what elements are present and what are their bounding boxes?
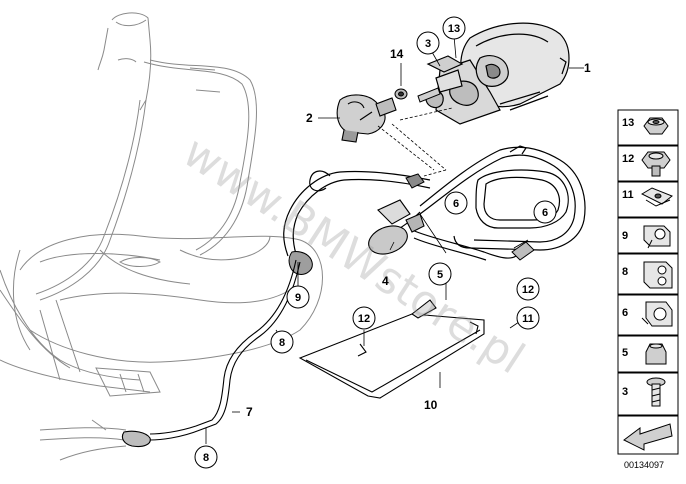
legend-number-5: 5	[622, 347, 628, 359]
circled-label-5: 5	[428, 262, 452, 286]
label-part-10: 10	[424, 398, 438, 412]
heat-shield	[298, 299, 485, 399]
diagram-number: 00134097	[624, 460, 664, 470]
legend-number-9: 9	[622, 230, 628, 242]
legend-numbers: 13 12 11 9 8 6 5 3	[622, 117, 634, 398]
grommet-part	[394, 88, 408, 100]
circled-label-6a-text: 6	[453, 198, 459, 210]
circled-label-9: 9	[286, 285, 310, 309]
legend-number-11: 11	[622, 189, 634, 201]
expanding-nut-icon	[645, 343, 667, 365]
legend-number-6: 6	[622, 307, 628, 319]
clip-nut-icon	[640, 187, 673, 207]
small-connector	[417, 87, 441, 103]
label-part-7: 7	[246, 405, 253, 419]
circled-label-8a-text: 8	[279, 337, 285, 349]
circled-label-3: 3	[416, 31, 440, 55]
nut-icon	[643, 117, 669, 135]
fuel-tank-outline	[0, 12, 323, 461]
legend-number-8: 8	[622, 266, 628, 278]
circled-label-12a-text: 12	[358, 313, 370, 325]
circled-label-3-text: 3	[425, 38, 431, 50]
circled-label-6a: 6	[444, 191, 468, 215]
screw-icon	[646, 377, 666, 407]
label-part-2: 2	[306, 111, 313, 125]
circled-label-8a: 8	[270, 330, 294, 354]
circled-label-13: 13	[442, 16, 466, 40]
circled-label-9-text: 9	[295, 292, 301, 304]
label-part-1: 1	[584, 61, 591, 75]
circled-label-6b: 6	[533, 200, 557, 224]
circled-label-12b: 12	[516, 277, 540, 301]
circled-label-11: 11	[516, 306, 540, 330]
dashed-leaders	[377, 107, 453, 177]
filter-part	[368, 199, 425, 255]
label-part-4: 4	[382, 274, 389, 288]
legend-number-12: 12	[622, 153, 634, 165]
circled-label-11-text: 11	[522, 313, 534, 325]
circled-label-6b-text: 6	[542, 207, 548, 219]
hose-end-connector	[511, 239, 535, 261]
double-clip-icon	[643, 261, 673, 289]
cable-clip-icon	[641, 301, 673, 327]
legend-number-13: 13	[622, 117, 634, 129]
screw-nut-icon	[641, 151, 671, 177]
label-part-14: 14	[390, 47, 404, 61]
leak-diagnosis-pump	[425, 22, 570, 125]
pipe-clip-icon	[643, 225, 671, 249]
valve-part	[336, 94, 397, 143]
hose-connector	[288, 173, 425, 275]
circled-label-8b-text: 8	[203, 452, 209, 464]
circled-label-13-text: 13	[448, 23, 460, 35]
vent-line	[121, 259, 301, 448]
circled-label-8b: 8	[194, 445, 218, 469]
circled-label-12a: 12	[352, 306, 376, 330]
arrow-icon	[623, 423, 673, 451]
circled-label-5-text: 5	[437, 269, 443, 281]
circled-label-12b-text: 12	[522, 284, 534, 296]
legend-number-3: 3	[622, 386, 628, 398]
